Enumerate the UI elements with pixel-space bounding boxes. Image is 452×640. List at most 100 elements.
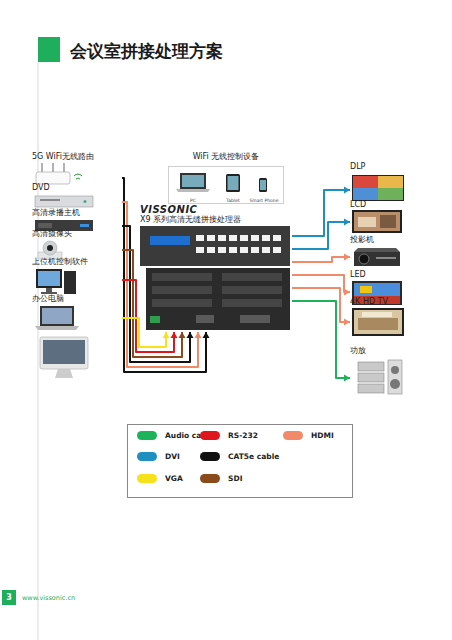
signal-cable	[292, 275, 350, 296]
legend-swatch	[283, 431, 303, 440]
control-pc-illustration	[64, 271, 76, 294]
wifi-control-group: WiFi 无线控制设备PCTabletSmart Phone	[168, 152, 284, 204]
amplifier-illustration	[358, 373, 384, 382]
processor-illustration	[262, 235, 270, 241]
control-device: PC	[176, 170, 210, 203]
dlp-illustration	[353, 176, 378, 188]
monitor-illustration	[55, 369, 73, 378]
legend-entry: CAT5e cable	[200, 452, 279, 461]
projector-illustration	[376, 257, 396, 259]
router-illustration	[52, 163, 54, 173]
node-label: Smart Phone	[250, 198, 279, 203]
processor-illustration	[196, 315, 214, 323]
arrow-head	[344, 319, 350, 326]
display-device: DLP	[350, 162, 412, 204]
led-illustration	[360, 286, 372, 293]
projector-illustration	[354, 248, 400, 266]
processor-illustration	[196, 247, 204, 253]
wifi-devices-illustration	[228, 176, 239, 190]
signal-cable	[122, 318, 170, 347]
signal-cable	[292, 288, 350, 326]
legend-swatch	[200, 431, 220, 440]
processor-illustration	[218, 235, 226, 241]
processor-illustration	[150, 316, 160, 323]
legend-entry: DVI	[137, 452, 180, 461]
processor-illustration	[152, 299, 212, 307]
display-device: 4K HD TV	[350, 297, 412, 337]
processor-illustration	[140, 226, 290, 330]
processor-illustration	[146, 268, 290, 330]
recorder-illustration	[38, 223, 52, 228]
processor-illustration	[251, 247, 259, 253]
router-illustration	[74, 174, 82, 179]
dvd-illustration	[35, 196, 93, 207]
node-label: LCD	[350, 200, 366, 210]
processor-illustration	[222, 299, 282, 307]
laptop-illustration	[40, 306, 74, 326]
wifi-devices-illustration	[176, 189, 210, 192]
page-rule	[38, 62, 39, 640]
signal-cable	[122, 202, 202, 367]
tv-illustration	[358, 318, 398, 330]
legend-entry: RS-232	[200, 431, 258, 440]
dlp-illustration	[378, 188, 403, 200]
node-label: 上位机控制软件	[32, 257, 88, 267]
processor-illustration	[262, 247, 270, 253]
control-pc-illustration	[46, 288, 52, 292]
website-url: www.vissonic.cn	[22, 594, 75, 602]
node-label: 办公电脑	[32, 294, 64, 304]
legend-text: DVI	[165, 452, 180, 461]
processor-unit: VISSONICX9 系列高清无缝拼接处理器	[140, 204, 292, 332]
arrow-head	[344, 187, 350, 194]
tv-illustration	[352, 308, 404, 336]
page-number: 3	[2, 590, 16, 605]
cable-line	[292, 257, 350, 262]
dlp-illustration	[353, 188, 378, 200]
source-device: 办公电脑	[32, 294, 122, 380]
legend-entry: VGA	[137, 474, 183, 483]
laptop-illustration	[35, 306, 79, 330]
legend-swatch	[137, 452, 157, 461]
legend-text: SDI	[228, 474, 242, 483]
control-pc-illustration	[36, 269, 62, 288]
control-device: Smart Phone	[248, 170, 280, 203]
page-title: 会议室拼接处理方案	[70, 40, 223, 63]
signal-cable	[122, 250, 186, 357]
signal-cable	[292, 187, 350, 237]
cable-line	[122, 226, 190, 362]
dlp-illustration	[352, 175, 404, 201]
legend-swatch	[200, 452, 220, 461]
router-illustration	[36, 163, 82, 184]
lcd-illustration	[352, 210, 402, 233]
node-label: VISSONIC	[140, 204, 292, 215]
title-mark	[38, 37, 60, 62]
tv-illustration	[362, 312, 392, 317]
cable-line	[122, 318, 166, 347]
node-label: 功放	[350, 346, 366, 356]
dlp-illustration	[378, 176, 403, 188]
monitor-illustration	[40, 337, 88, 369]
node-label: DVD	[32, 183, 50, 193]
dlp-illustration	[352, 175, 404, 201]
page-rule	[38, 62, 39, 640]
node-label: X9 系列高清无缝拼接处理器	[140, 215, 292, 225]
lcd-illustration	[352, 210, 402, 233]
arrow-head	[171, 332, 178, 338]
processor-illustration	[140, 226, 290, 266]
arrow-head	[344, 219, 350, 226]
cable-line	[122, 250, 182, 357]
wifi-devices-illustration	[259, 178, 267, 192]
control-pc-illustration	[41, 292, 57, 294]
wifi-devices-illustration	[226, 174, 240, 192]
signal-cable	[122, 226, 194, 362]
processor-illustration	[229, 247, 237, 253]
signal-cable	[292, 219, 350, 250]
laptop-illustration	[35, 326, 79, 330]
projector-illustration	[354, 252, 400, 266]
processor-illustration	[240, 315, 270, 323]
node-label: LED	[350, 270, 366, 280]
display-device: LCD	[350, 200, 412, 234]
processor-illustration	[222, 273, 282, 281]
arrow-head	[195, 332, 202, 338]
